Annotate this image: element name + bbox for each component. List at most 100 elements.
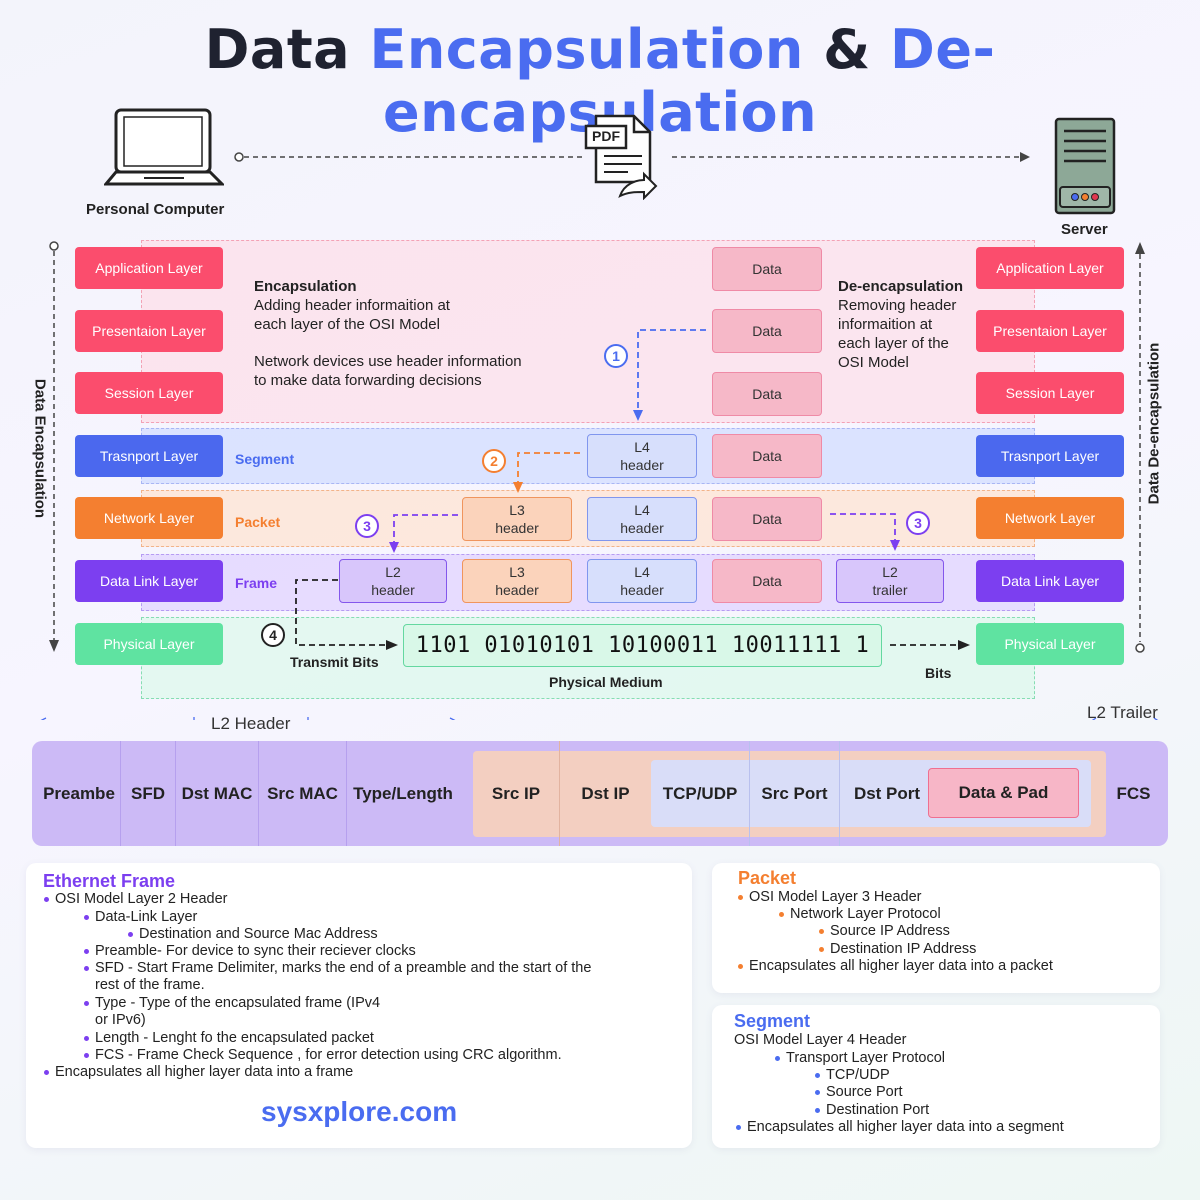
ethernet-frame-card: Ethernet Frame OSI Model Layer 2 Header … <box>26 863 692 1148</box>
step-3-badge: 3 <box>355 514 379 538</box>
frame-field-src-mac: Src MAC <box>259 741 347 846</box>
ethernet-card-title: Ethernet Frame <box>43 871 176 891</box>
packet-card: Packet OSI Model Layer 3 Header Network … <box>712 863 1160 993</box>
frame-label: Frame <box>235 575 278 591</box>
title-ampersand: & <box>823 18 871 81</box>
list-item: Network Layer Protocol <box>779 906 941 923</box>
title-word-data: Data <box>204 18 351 81</box>
l2-header-label: L2 Header <box>211 714 291 733</box>
deencapsulation-up-arrow <box>1135 242 1145 653</box>
data-cell: Data <box>712 372 822 416</box>
step-4-badge: 4 <box>261 623 285 647</box>
list-item: Encapsulates all higher layer data into … <box>738 958 1053 975</box>
left-session-layer: Session Layer <box>75 372 223 414</box>
list-item: Preamble- For device to sync their recie… <box>84 943 416 960</box>
right-session-layer: Session Layer <box>976 372 1124 414</box>
pdf-icon-text: PDF <box>592 128 620 144</box>
list-item-continued: or IPv6) <box>95 1012 146 1028</box>
list-item: Type - Type of the encapsulated frame (I… <box>84 995 380 1012</box>
physical-medium-label: Physical Medium <box>549 674 663 690</box>
list-item: Source IP Address <box>819 923 950 940</box>
deencapsulation-heading: De-encapsulation <box>838 278 964 295</box>
right-network-layer: Network Layer <box>976 497 1124 539</box>
list-item: TCP/UDP <box>815 1067 890 1084</box>
deencapsulation-line: each layer of the <box>838 335 949 352</box>
deencapsulation-line: Removing header <box>838 297 957 314</box>
list-item: OSI Model Layer 4 Header <box>734 1032 907 1048</box>
deencapsulation-line: informaition at <box>838 316 933 333</box>
l2-trailer-label: L2 Trailer <box>1087 703 1158 722</box>
frame-field-src-ip: Src IP <box>473 741 560 846</box>
data-cell: Data <box>712 434 822 478</box>
pdf-file-icon: PDF <box>584 112 658 200</box>
segment-label: Segment <box>235 451 295 467</box>
list-item: FCS - Frame Check Sequence , for error d… <box>84 1047 562 1064</box>
left-network-layer: Network Layer <box>75 497 223 539</box>
right-physical-layer: Physical Layer <box>976 623 1124 665</box>
frame-field-dst-port: Dst Port <box>853 783 921 803</box>
transfer-arrow <box>234 152 1030 162</box>
frame-field-tcp-udp: TCP/UDP <box>651 741 750 846</box>
right-presentation-layer: Presentaion Layer <box>976 310 1124 352</box>
encapsulation-note: Encapsulation Adding header informaition… <box>254 277 522 390</box>
step-1-badge: 1 <box>604 344 628 368</box>
list-item: Data-Link Layer <box>84 909 197 926</box>
encapsulation-line: to make data forwarding decisions <box>254 372 482 389</box>
frame-field-src-port: Src Port <box>750 741 840 846</box>
left-presentation-layer: Presentaion Layer <box>75 310 223 352</box>
encapsulation-line: Adding header informaition at <box>254 297 450 314</box>
step-3-badge-right: 3 <box>906 511 930 535</box>
list-item: Encapsulates all higher layer data into … <box>44 1064 353 1081</box>
upper-layers-band <box>141 240 1035 423</box>
list-item: Destination IP Address <box>819 941 976 958</box>
step-arrows <box>40 329 1159 720</box>
frame-field-type-length: Type/Length <box>353 783 453 803</box>
transmit-bits-label: Transmit Bits <box>290 654 379 670</box>
deencapsulation-note: De-encapsulation Removing header informa… <box>838 277 963 372</box>
server-icon <box>1054 117 1116 215</box>
left-application-layer: Application Layer <box>75 247 223 289</box>
frame-field-preamble: Preambe <box>38 741 121 846</box>
segment-card: Segment OSI Model Layer 4 Header Transpo… <box>712 1005 1160 1148</box>
left-physical-layer: Physical Layer <box>75 623 223 665</box>
frame-field-dst-mac: Dst MAC <box>176 741 259 846</box>
frame-field-sfd: SFD <box>121 741 176 846</box>
list-item: Source Port <box>815 1084 903 1101</box>
list-item-continued: rest of the frame. <box>95 977 205 993</box>
list-item: Encapsulates all higher layer data into … <box>736 1119 1064 1136</box>
segment-card-title: Segment <box>734 1011 811 1031</box>
right-application-layer: Application Layer <box>976 247 1124 289</box>
frame-field-dst-ip: Dst IP <box>581 783 630 803</box>
right-datalink-layer: Data Link Layer <box>976 560 1124 602</box>
list-item: OSI Model Layer 3 Header <box>738 889 921 906</box>
data-cell: Data <box>712 247 822 291</box>
laptop-icon <box>104 108 224 186</box>
encapsulation-line: each layer of the OSI Model <box>254 316 440 333</box>
deencapsulation-line: OSI Model <box>838 354 909 371</box>
encapsulation-heading: Encapsulation <box>254 278 357 295</box>
title-word-encapsulation: Encapsulation <box>369 18 804 81</box>
bits-stream: 1101 01010101 10100011 10011111 1 <box>403 624 882 667</box>
data-cell: Data <box>712 497 822 541</box>
server-label: Server <box>1061 221 1108 238</box>
packet-label: Packet <box>235 514 281 530</box>
data-cell: Data <box>712 559 822 603</box>
frame-field-data-pad: Data & Pad <box>928 768 1079 818</box>
left-datalink-layer: Data Link Layer <box>75 560 223 602</box>
list-item: SFD - Start Frame Delimiter, marks the e… <box>84 960 591 977</box>
site-link[interactable]: sysxplore.com <box>261 1096 458 1127</box>
bits-label: Bits <box>925 665 952 681</box>
right-transport-layer: Trasnport Layer <box>976 435 1124 477</box>
packet-card-title: Packet <box>738 868 797 888</box>
list-item: Length - Lenght fo the encapsulated pack… <box>84 1030 374 1047</box>
list-item: OSI Model Layer 2 Header <box>44 891 227 908</box>
frame-field-fcs: FCS <box>1116 783 1151 803</box>
encapsulation-down-arrow <box>49 241 59 652</box>
encapsulation-line: Network devices use header information <box>254 353 522 370</box>
